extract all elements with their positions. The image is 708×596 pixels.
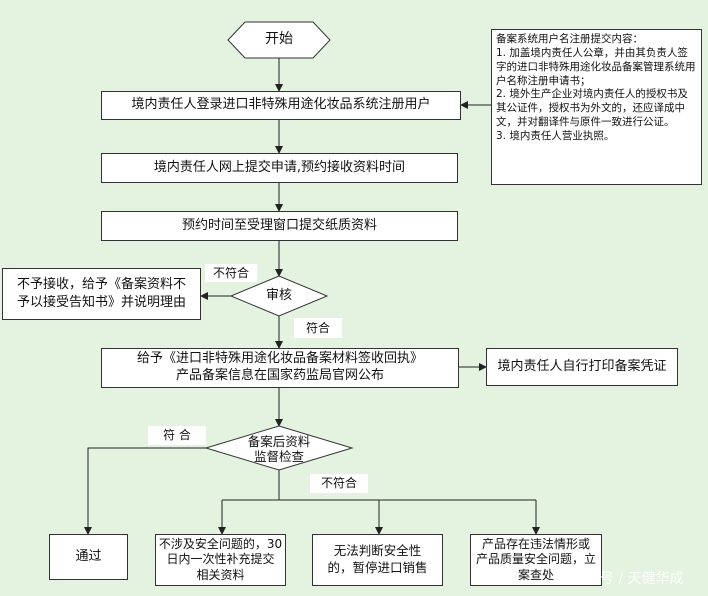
suspend-box: 无法判断安全性 的，暂停进口销售 xyxy=(312,534,443,586)
watermark-text: 号 / 天健华成 xyxy=(600,571,684,587)
print-voucher-box: 境内责任人自行打印备案凭证 xyxy=(486,348,678,386)
suspend-line1: 无法判断安全性 xyxy=(333,543,422,559)
supervision-diamond xyxy=(204,425,354,471)
supplement-box: 不涉及安全问题的，30 日内一次性补充提交 相关资料 xyxy=(155,534,286,586)
investigate-box: 产品存在违法情形或 产品质量安全问题，立 案查处 xyxy=(470,534,602,586)
not-conform-bottom-label: 不符合 xyxy=(310,474,368,493)
conform-text: 符合 xyxy=(305,320,330,335)
conform-left-text: 符 合 xyxy=(163,428,191,443)
reject-line2: 予以接受告知书》并说明理由 xyxy=(16,295,186,310)
supplement-line1: 不涉及安全问题的，30 xyxy=(158,536,283,551)
supervision-label: 备案后资料 监督检查 xyxy=(236,434,322,464)
start-terminator xyxy=(227,21,331,59)
not-conform-bottom-text: 不符合 xyxy=(320,476,357,491)
supplement-line3: 相关资料 xyxy=(196,567,245,582)
suspend-line2: 的，暂停进口销售 xyxy=(327,560,428,575)
supplement-line2: 日内一次性补充提交 xyxy=(166,552,275,567)
note-item-1: 1. 加盖境内责任人公章，并由其负责人签字的进口非特殊用途化妆品备案管理系统用户… xyxy=(496,46,696,87)
not-conform-text: 不符合 xyxy=(212,265,249,280)
submit-online-step-text: 境内责任人网上提交申请,预约接收资料时间 xyxy=(153,159,406,175)
note-item-3: 3. 境内责任人营业执照。 xyxy=(496,130,615,143)
review-text: 审核 xyxy=(265,287,292,303)
start-text: 开始 xyxy=(265,31,293,48)
submit-paper-step-box: 预约时间至受理窗口提交纸质资料 xyxy=(101,211,458,241)
investigate-line2: 产品质量安全问题，立 xyxy=(475,552,596,567)
receipt-box: 给予《进口非特殊用途化妆品备案材料签收回执》 产品备案信息在国家药监局官网公布 xyxy=(101,348,459,388)
registration-requirements-note: 备案系统用户名注册提交内容： 1. 加盖境内责任人公章，并由其负责人签字的进口非… xyxy=(491,29,702,185)
reject-line1: 不予接收，给予《备案资料不 xyxy=(16,277,186,293)
register-step-text: 境内责任人登录进口非特殊用途化妆品系统注册用户 xyxy=(131,97,431,113)
arrow-supervision-to-pass xyxy=(84,447,206,535)
receipt-line2: 产品备案信息在国家药监局官网公布 xyxy=(175,368,384,383)
reject-box: 不予接收，给予《备案资料不 予以接受告知书》并说明理由 xyxy=(2,268,201,320)
start-label: 开始 xyxy=(245,22,313,58)
note-title: 备案系统用户名注册提交内容： xyxy=(496,33,643,45)
print-voucher-text: 境内责任人自行打印备案凭证 xyxy=(497,358,667,374)
investigate-line1: 产品存在违法情形或 xyxy=(481,536,590,551)
conform-label: 符合 xyxy=(294,318,342,338)
pass-text: 通过 xyxy=(75,548,102,564)
note-item-2: 2. 境外生产企业对境内责任人的授权书及其公证件，授权书为外文的，还应译成中文，… xyxy=(496,88,688,129)
receipt-line1: 给予《进口非特殊用途化妆品备案材料签收回执》 xyxy=(136,351,423,367)
supervision-line2: 监督检查 xyxy=(253,449,304,464)
supervision-line1: 备案后资料 xyxy=(247,434,311,449)
conform-left-label: 符 合 xyxy=(148,426,206,445)
pass-box: 通过 xyxy=(49,534,128,580)
submit-online-step-box: 境内责任人网上提交申请,预约接收资料时间 xyxy=(101,153,458,183)
investigate-line3: 案查处 xyxy=(517,567,554,582)
submit-paper-step-text: 预约时间至受理窗口提交纸质资料 xyxy=(181,217,377,233)
review-label: 审核 xyxy=(248,286,310,306)
review-diamond xyxy=(229,275,329,317)
not-conform-label: 不符合 xyxy=(205,264,257,282)
register-step-box: 境内责任人登录进口非特殊用途化妆品系统注册用户 xyxy=(101,91,461,120)
watermark: 号 / 天健华成 xyxy=(600,568,684,588)
